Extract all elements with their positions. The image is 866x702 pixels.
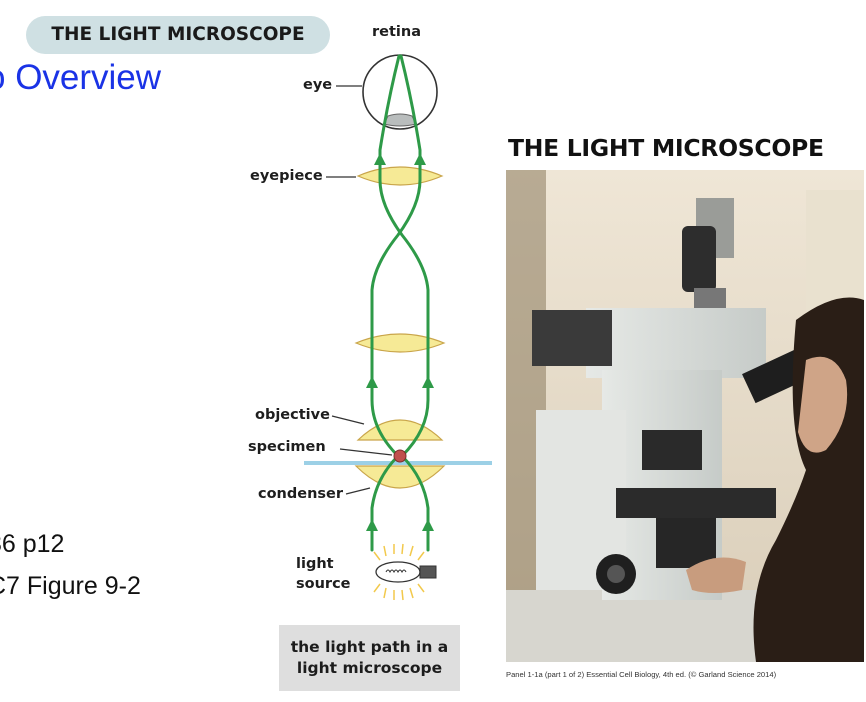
section-badge: THE LIGHT MICROSCOPE bbox=[26, 16, 330, 54]
caption-line-2: light microscope bbox=[296, 659, 443, 677]
label-objective: objective bbox=[255, 407, 330, 423]
reference-line-2: C7 Figure 9-2 bbox=[0, 572, 141, 600]
label-eyepiece: eyepiece bbox=[250, 168, 323, 184]
specimen-leader bbox=[339, 448, 393, 456]
label-source: source bbox=[296, 576, 351, 592]
photo-title: THE LIGHT MICROSCOPE bbox=[508, 134, 824, 162]
light-ray-left bbox=[370, 54, 422, 552]
control-box bbox=[532, 310, 612, 366]
person-face bbox=[798, 356, 848, 453]
condenser-leader bbox=[345, 487, 371, 495]
light-rays-glow bbox=[373, 543, 425, 601]
label-condenser: condenser bbox=[258, 486, 344, 502]
label-specimen: specimen bbox=[248, 439, 326, 455]
arrow-left-middle bbox=[366, 376, 378, 388]
arrow-right-middle bbox=[422, 376, 434, 388]
objective-turret bbox=[642, 430, 702, 470]
slide-title: o Overview bbox=[0, 58, 162, 97]
label-eye: eye bbox=[303, 77, 333, 93]
objective-lens bbox=[356, 419, 444, 441]
person-hand bbox=[686, 557, 746, 593]
eyepiece-lens bbox=[356, 166, 444, 186]
objective-leader bbox=[331, 415, 365, 425]
specimen-dot bbox=[393, 449, 407, 463]
microscope-head bbox=[586, 308, 766, 378]
binocular-eyepieces bbox=[742, 348, 810, 404]
condenser-lens bbox=[354, 465, 446, 489]
arrow-right-bottom bbox=[422, 519, 434, 531]
label-retina: retina bbox=[372, 24, 421, 40]
arrow-right-top bbox=[414, 153, 426, 165]
reference-line-1: 36 p12 bbox=[0, 530, 65, 558]
bulb-filament bbox=[385, 569, 407, 574]
camera-front bbox=[682, 226, 716, 292]
microscope-photo bbox=[506, 170, 864, 662]
bulb-socket bbox=[419, 565, 437, 579]
focus-knob-center bbox=[607, 565, 625, 583]
condenser-unit bbox=[656, 518, 716, 568]
middle-lens bbox=[354, 333, 446, 353]
arrow-left-top bbox=[374, 153, 386, 165]
stage bbox=[616, 488, 776, 518]
diagram-caption: the light path in a light microscope bbox=[279, 625, 460, 691]
light-ray-right bbox=[378, 54, 430, 552]
eye-lens bbox=[383, 113, 417, 127]
caption-line-1: the light path in a bbox=[290, 638, 449, 656]
arrow-left-bottom bbox=[366, 519, 378, 531]
photo-credit: Panel 1-1a (part 1 of 2) Essential Cell … bbox=[506, 670, 777, 679]
label-light: light bbox=[296, 556, 334, 572]
